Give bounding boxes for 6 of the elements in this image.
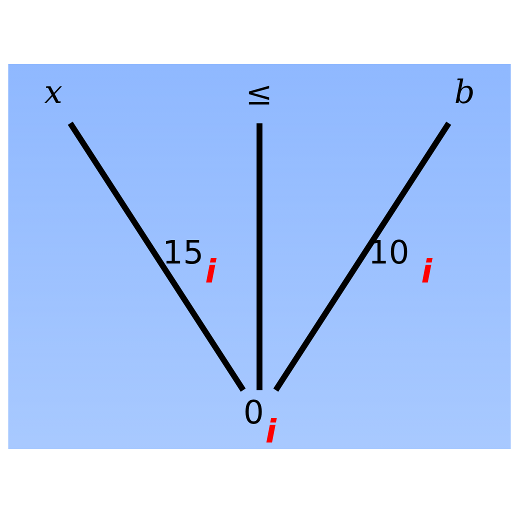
connector: [273, 121, 452, 392]
connector: [68, 121, 246, 392]
node-text: b: [454, 72, 475, 111]
connector: [256, 122, 262, 390]
node-text: x: [44, 72, 62, 111]
node-text: ≤: [246, 74, 273, 112]
